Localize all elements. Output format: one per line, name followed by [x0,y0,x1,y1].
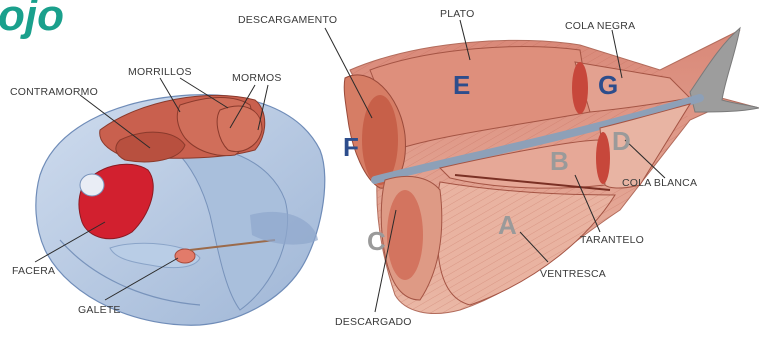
label-descargamento: DESCARGAMENTO [238,14,337,26]
letter-d: D [612,128,631,154]
label-facera: FACERA [12,265,55,277]
letter-e: E [453,72,470,98]
galete-flesh [175,249,195,263]
letter-f: F [343,134,359,160]
label-galete: GALETE [78,304,121,316]
letter-a: A [498,212,517,238]
cola-blanca-cap [596,132,610,184]
letter-b: B [550,148,569,174]
title: ojo [0,0,64,41]
label-morrillos: MORRILLOS [128,66,192,78]
letter-g: G [598,72,618,98]
label-cola-negra: COLA NEGRA [565,20,635,32]
label-descargado: DESCARGADO [335,316,412,328]
tuna-head [36,95,325,326]
label-contramormo: CONTRAMORMO [10,86,98,98]
label-cola-blanca: COLA BLANCA [622,177,697,189]
eye [80,174,104,196]
descargado-face [387,190,423,280]
label-mormos: MORMOS [232,72,282,84]
cola-negra-cap [572,62,588,114]
label-tarantelo: TARANTELO [580,234,644,246]
label-ventresca: VENTRESCA [540,268,606,280]
letter-c: C [367,228,386,254]
label-plato: PLATO [440,8,474,20]
